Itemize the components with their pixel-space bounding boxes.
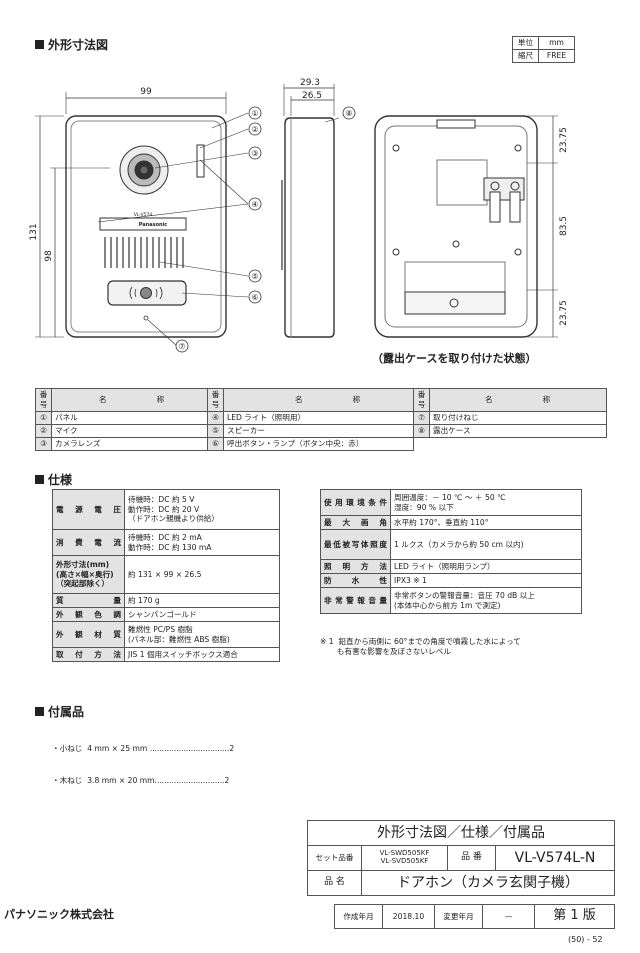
bullet-square-icon	[35, 475, 44, 484]
callout-6: ⑥	[251, 293, 258, 302]
side-view	[281, 84, 340, 338]
table-row: 消費電流待機時：DC 約 2 mA 動作時：DC 約 130 mA	[52, 529, 280, 556]
list-item: ・小ねじ 4 mm × 25 mm ......................…	[52, 744, 235, 754]
callout-7: ⑦	[178, 342, 185, 351]
page-number: (50) - 52	[568, 935, 603, 944]
callout-markers	[175, 106, 356, 353]
table-row: 質量約 170 g	[52, 593, 280, 608]
dim-depth-inner: 26.5	[302, 91, 322, 101]
accessories-list: ・小ねじ 4 mm × 25 mm ......................…	[52, 723, 234, 797]
callout-2: ②	[251, 125, 258, 134]
callout-8: ⑧	[345, 109, 352, 118]
edition: 第 1 版	[534, 904, 615, 929]
spec-note: ※ 1 鉛直から両側に 60°までの角度で噴霧した水によって も有害な影響を及ぼ…	[320, 637, 521, 657]
case-view	[374, 115, 558, 338]
company-name: パナソニック株式会社	[4, 908, 114, 921]
doc-title: 外形寸法図／仕様／付属品	[307, 820, 615, 846]
callout-4: ④	[251, 200, 258, 209]
table-row: 外観色調シャンパンゴールド	[52, 607, 280, 622]
set-models: VL-SWD505KF VL-SVD505KF	[361, 845, 448, 871]
callout-5: ⑤	[251, 272, 258, 281]
table-row: 外観材質難燃性 PC/PS 樹脂 (パネル部：難燃性 ABS 樹脂)	[52, 621, 280, 648]
table-row: 非常警報音量非常ボタンの警報音量：音圧 70 dB 以上 (本体中心から前方 1…	[320, 587, 582, 614]
table-row: 電源電圧待機時：DC 約 5 V 動作時：DC 約 20 V （ドアホン親機より…	[52, 489, 280, 530]
part-number: VL-V574L-N	[495, 845, 615, 871]
callout-1: ①	[251, 109, 258, 118]
product-name: ドアホン（カメラ玄関子機）	[361, 870, 615, 896]
dim-depth-outer: 29.3	[300, 78, 320, 88]
dim-width: 99	[140, 87, 152, 97]
revision-table: 作成年月 2018.10 変更年月 — 第 1 版	[334, 904, 615, 929]
dim-height-inner: 98	[44, 250, 54, 262]
spec-table-right: 使用環境条件周囲温度：－ 10 ℃ ～ ＋ 50 ℃ 湿度：90 % 以下 最大…	[320, 489, 582, 614]
model-on-unit: VL-V574	[134, 212, 153, 218]
parts-table-header: 番号 名称 番号 名称 番号 名称	[35, 388, 607, 412]
case-caption: （露出ケースを取り付けた状態）	[372, 352, 537, 365]
front-view	[35, 92, 249, 347]
section-title-accessories: 付属品	[35, 703, 84, 720]
dimension-drawing: ① ② ③ ④ ⑤ ⑥ ⑦ ⑧ 99 131 98 Panasonic VL-V…	[29, 78, 569, 353]
changed-date: —	[482, 904, 535, 929]
table-row: 最大画角水平約 170°、垂直約 110°	[320, 515, 582, 530]
dim-case-bottom: 23.75	[559, 300, 569, 326]
dim-case-top: 23.75	[559, 127, 569, 153]
created-date: 2018.10	[382, 904, 435, 929]
bullet-square-icon	[35, 707, 44, 716]
section-title-spec: 仕様	[35, 471, 72, 488]
callout-3: ③	[251, 149, 258, 158]
dim-height-outer: 131	[29, 223, 39, 240]
brand-on-unit: Panasonic	[139, 222, 168, 228]
spec-table-left: 電源電圧待機時：DC 約 5 V 動作時：DC 約 20 V （ドアホン親機より…	[52, 489, 280, 662]
table-row: 使用環境条件周囲温度：－ 10 ℃ ～ ＋ 50 ℃ 湿度：90 % 以下	[320, 489, 582, 516]
list-item: ・木ねじ 3.8 mm × 20 mm.....................…	[52, 776, 230, 786]
title-block: 外形寸法図／仕様／付属品 セット品番 VL-SWD505KF VL-SVD505…	[307, 820, 615, 896]
bullet-square-icon	[35, 40, 44, 49]
table-row: 外形寸法(mm) (高さ×幅×奥行) （突起部除く）約 131 × 99 × 2…	[52, 555, 280, 594]
section-title-dimensions: 外形寸法図	[35, 36, 108, 53]
dim-case-mid: 83.5	[559, 216, 569, 236]
